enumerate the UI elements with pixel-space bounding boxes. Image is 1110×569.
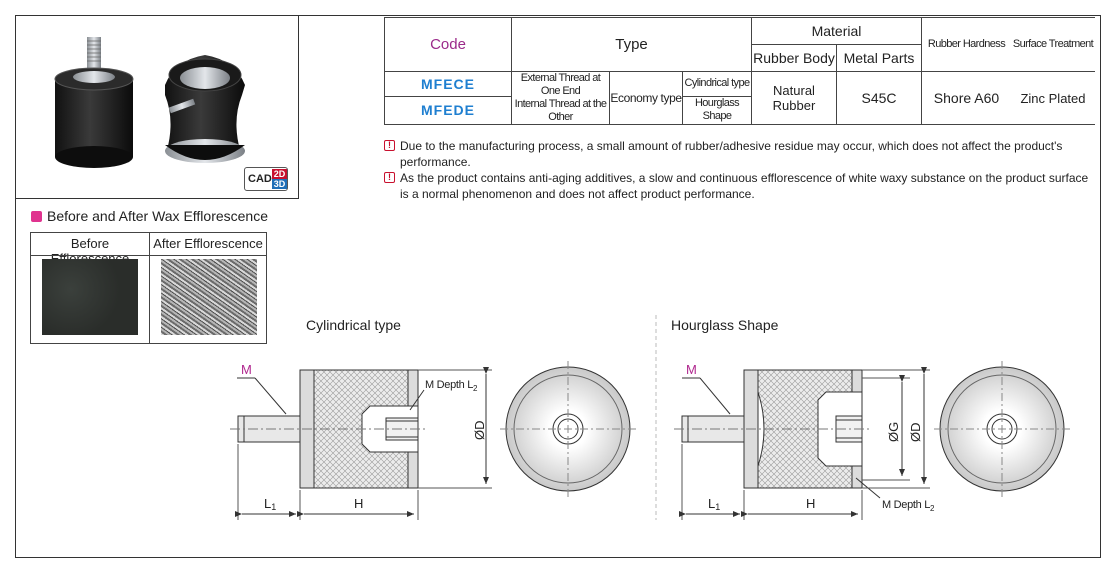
wax-section-title: Before and After Wax Efflorescence	[31, 208, 268, 224]
hourglass-drawing-title: Hourglass Shape	[671, 317, 779, 333]
type-header: Type	[511, 17, 752, 72]
thread-type-line-2: Internal Thread at the Other	[514, 98, 607, 123]
cad-3d-label[interactable]: 3D	[272, 179, 287, 189]
m-leader-line	[254, 377, 287, 415]
thread-type-line-1: External Thread at One End	[520, 72, 601, 97]
thread-type-cell: External Thread at One End Internal Thre…	[511, 71, 610, 125]
cyl-l1-label: L1	[264, 496, 276, 512]
after-efflorescence-image	[161, 259, 257, 335]
product-photo	[54, 37, 245, 168]
notes: ! Due to the manufacturing process, a sm…	[384, 138, 1096, 202]
hg-od-label: ØD	[908, 423, 923, 443]
rubber-body-header: Rubber Body	[751, 44, 837, 72]
hourglass-mount-photo	[165, 55, 245, 163]
economy-type-cell: Economy type	[609, 71, 683, 125]
rubber-body-value: Natural Rubber	[751, 71, 837, 125]
cad-2d-label[interactable]: 2D	[272, 169, 287, 179]
hourglass-end-view	[934, 361, 1070, 497]
section-marker-icon	[31, 211, 42, 222]
hg-m-depth-label: M Depth L2	[882, 499, 935, 513]
before-efflorescence-image	[42, 259, 138, 335]
hg-h-label: H	[806, 496, 815, 511]
cylindrical-mount-photo	[54, 37, 134, 168]
note-text-1: Due to the manufacturing process, a smal…	[400, 139, 1063, 169]
note-item: ! As the product contains anti-aging add…	[384, 170, 1096, 202]
cylindrical-drawing-title: Cylindrical type	[306, 317, 401, 333]
warning-icon: !	[384, 172, 395, 183]
rubber-hardness-value: Shore A60	[921, 71, 1011, 125]
surface-treatment-value: Zinc Plated	[1011, 71, 1095, 125]
cad-label: CAD	[248, 173, 272, 185]
cyl-m-label: M	[241, 362, 252, 377]
shape-hourglass-cell: Hourglass Shape	[682, 95, 752, 126]
wax-comparison-table: Before Efflorescence After Efflorescence	[30, 232, 267, 344]
cyl-m-depth-label: M Depth L2	[425, 379, 478, 393]
code-header: Code	[384, 17, 512, 72]
shape-cylindrical-cell: Cylindrical type	[682, 71, 752, 97]
before-cell: Before Efflorescence	[31, 233, 150, 343]
outer-frame	[15, 15, 1101, 558]
hg-m-label: M	[686, 362, 697, 377]
hg-l1-label: L1	[708, 496, 720, 512]
code-mfede: MFEDE	[384, 95, 512, 126]
cylindrical-end-view	[500, 361, 636, 497]
note-item: ! Due to the manufacturing process, a sm…	[384, 138, 1096, 170]
spec-table: Code Type Material Rubber Hardness Surfa…	[384, 17, 1095, 126]
metal-parts-header: Metal Parts	[836, 44, 922, 72]
surface-treatment-header: Surface Treatment	[1011, 17, 1095, 72]
warning-icon: !	[384, 140, 395, 151]
note-text-2: As the product contains anti-aging addit…	[400, 171, 1089, 201]
cad-2d-3d-badge[interactable]: CAD 2D 3D	[244, 167, 288, 191]
product-photo-panel	[15, 15, 299, 199]
cyl-od-label: ØD	[472, 421, 487, 441]
metal-parts-value: S45C	[836, 71, 922, 125]
after-label: After Efflorescence	[153, 236, 263, 251]
code-mfece: MFECE	[384, 71, 512, 97]
hg-og-label: ØG	[886, 422, 901, 442]
wax-table-divider	[31, 255, 266, 256]
rubber-hardness-header: Rubber Hardness	[921, 17, 1011, 72]
after-cell: After Efflorescence	[150, 233, 266, 343]
cyl-h-label: H	[354, 496, 363, 511]
